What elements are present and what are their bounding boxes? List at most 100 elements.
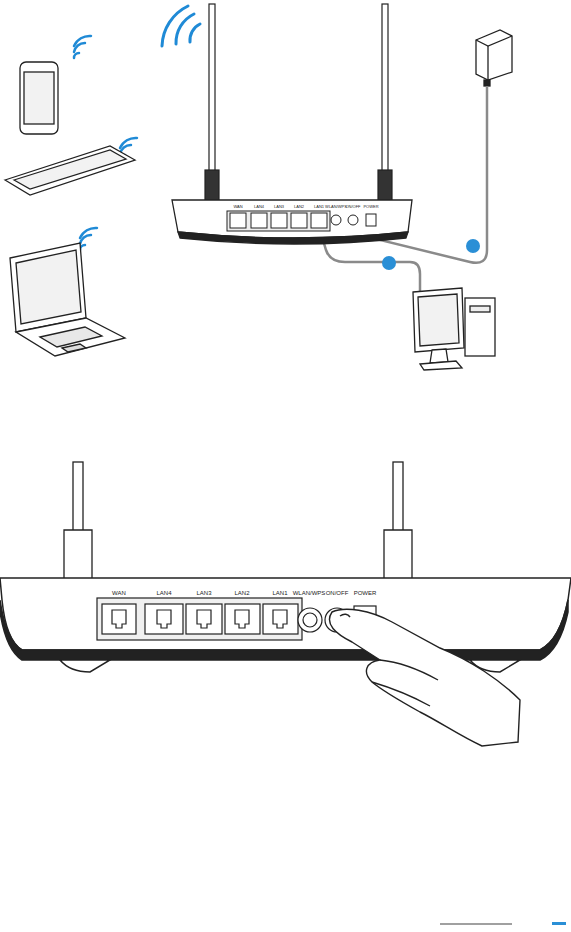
antenna	[205, 4, 392, 202]
port-label: WLAN/WPS	[325, 205, 347, 209]
desktop-computer	[420, 361, 462, 370]
antenna	[393, 462, 403, 534]
desktop-computer	[470, 306, 490, 312]
port	[227, 211, 376, 231]
port	[112, 610, 126, 628]
page-footer-bar	[440, 922, 566, 925]
wifi-icon	[74, 36, 137, 250]
callout-dot	[382, 239, 480, 270]
antenna	[73, 462, 83, 534]
port-label: LAN4	[156, 590, 171, 596]
wifi-icon	[120, 138, 137, 148]
port	[186, 604, 222, 634]
port-label: ON/OFF	[326, 590, 349, 596]
power-adapter	[487, 46, 488, 80]
page-footer-bar	[440, 923, 512, 925]
port	[235, 610, 249, 628]
hand	[372, 682, 430, 706]
port	[227, 211, 330, 231]
port	[271, 213, 287, 228]
hand	[329, 609, 520, 746]
hand	[340, 614, 350, 617]
port-label: POWER	[363, 205, 378, 209]
callout-dot	[382, 256, 396, 270]
port	[291, 213, 307, 228]
port	[102, 604, 136, 634]
laptop	[62, 344, 86, 352]
laptop	[10, 243, 125, 356]
port-label: ON/OFF	[345, 205, 360, 209]
port	[225, 604, 260, 634]
port-label: LAN4	[254, 205, 264, 209]
hand	[380, 660, 438, 680]
power-adapter	[484, 80, 490, 86]
callout-dot	[466, 239, 480, 253]
port	[263, 604, 298, 634]
smartphone	[24, 72, 54, 124]
laptop	[40, 327, 102, 347]
desktop-computer	[413, 288, 495, 370]
router-body	[172, 200, 412, 244]
port	[331, 215, 341, 225]
port-label: WAN	[233, 205, 242, 209]
cable	[320, 86, 487, 292]
wifi-icon	[80, 228, 97, 238]
laptop	[16, 318, 125, 356]
port	[157, 610, 171, 628]
port	[251, 213, 267, 228]
router-body	[0, 578, 571, 650]
antenna	[378, 170, 392, 202]
port	[303, 613, 317, 627]
tablet	[5, 146, 135, 195]
port-label: POWER	[354, 590, 377, 596]
desktop-computer	[465, 298, 495, 356]
router-body	[0, 600, 568, 660]
router-body	[0, 578, 571, 672]
wifi-icon	[74, 36, 91, 46]
router-body	[172, 200, 412, 238]
port	[145, 604, 183, 634]
wifi-signal	[162, 6, 200, 46]
port-label: LAN3	[274, 205, 284, 209]
port	[366, 214, 376, 226]
smartphone	[20, 62, 58, 134]
port	[97, 598, 302, 640]
port	[230, 213, 246, 228]
tablet	[14, 150, 126, 189]
port-label: WLAN/WPS	[293, 590, 326, 596]
antenna	[64, 462, 412, 616]
desktop-computer	[413, 288, 464, 352]
power-adapter	[476, 36, 512, 46]
antenna	[205, 170, 219, 202]
port-label: LAN3	[196, 590, 211, 596]
desktop-computer	[418, 294, 459, 346]
port	[298, 608, 322, 632]
port-label: LAN1	[314, 205, 324, 209]
port	[311, 213, 327, 228]
wifi-signal	[176, 14, 194, 44]
port-label: LAN2	[234, 590, 249, 596]
page-footer-bar	[552, 922, 566, 925]
port	[348, 215, 358, 225]
power-adapter	[476, 30, 512, 86]
tablet	[5, 146, 135, 195]
router-body	[60, 660, 110, 672]
wifi-signal	[162, 6, 188, 46]
port-label: LAN1	[272, 590, 287, 596]
antenna	[209, 4, 215, 174]
port-label: WAN	[112, 590, 126, 596]
wifi-signal	[190, 24, 200, 42]
laptop	[10, 243, 86, 332]
port	[273, 610, 287, 628]
desktop-computer	[430, 349, 448, 363]
hand	[329, 609, 520, 746]
wifi-icon	[74, 53, 79, 58]
router-body	[178, 232, 408, 244]
antenna	[382, 4, 388, 174]
port	[197, 610, 211, 628]
power-adapter	[476, 30, 512, 80]
smartphone	[20, 62, 58, 134]
laptop	[16, 250, 81, 324]
